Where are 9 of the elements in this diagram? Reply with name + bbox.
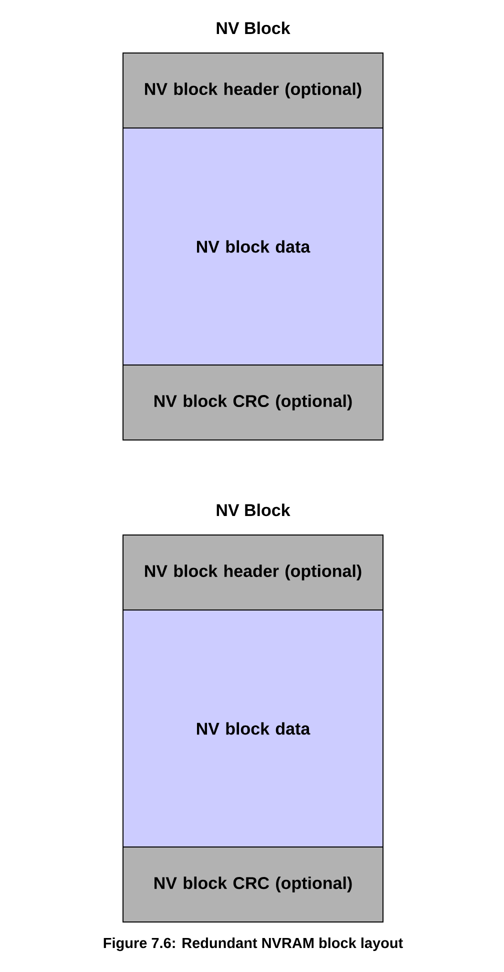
header-field: NV block header (optional) [122,52,384,128]
data-field: NV block data [122,610,384,848]
node-label: NV Block [216,22,290,34]
node-label: NV Block [216,504,290,516]
data-field: NV block data [122,128,384,366]
header-field: NV block CRC (optional) [122,846,384,922]
header-field: NV block CRC (optional) [122,364,384,440]
header-field: NV block header (optional) [122,534,384,610]
figure-caption: Figure 7.6: Redundant NVRAM block layout [104,938,403,952]
